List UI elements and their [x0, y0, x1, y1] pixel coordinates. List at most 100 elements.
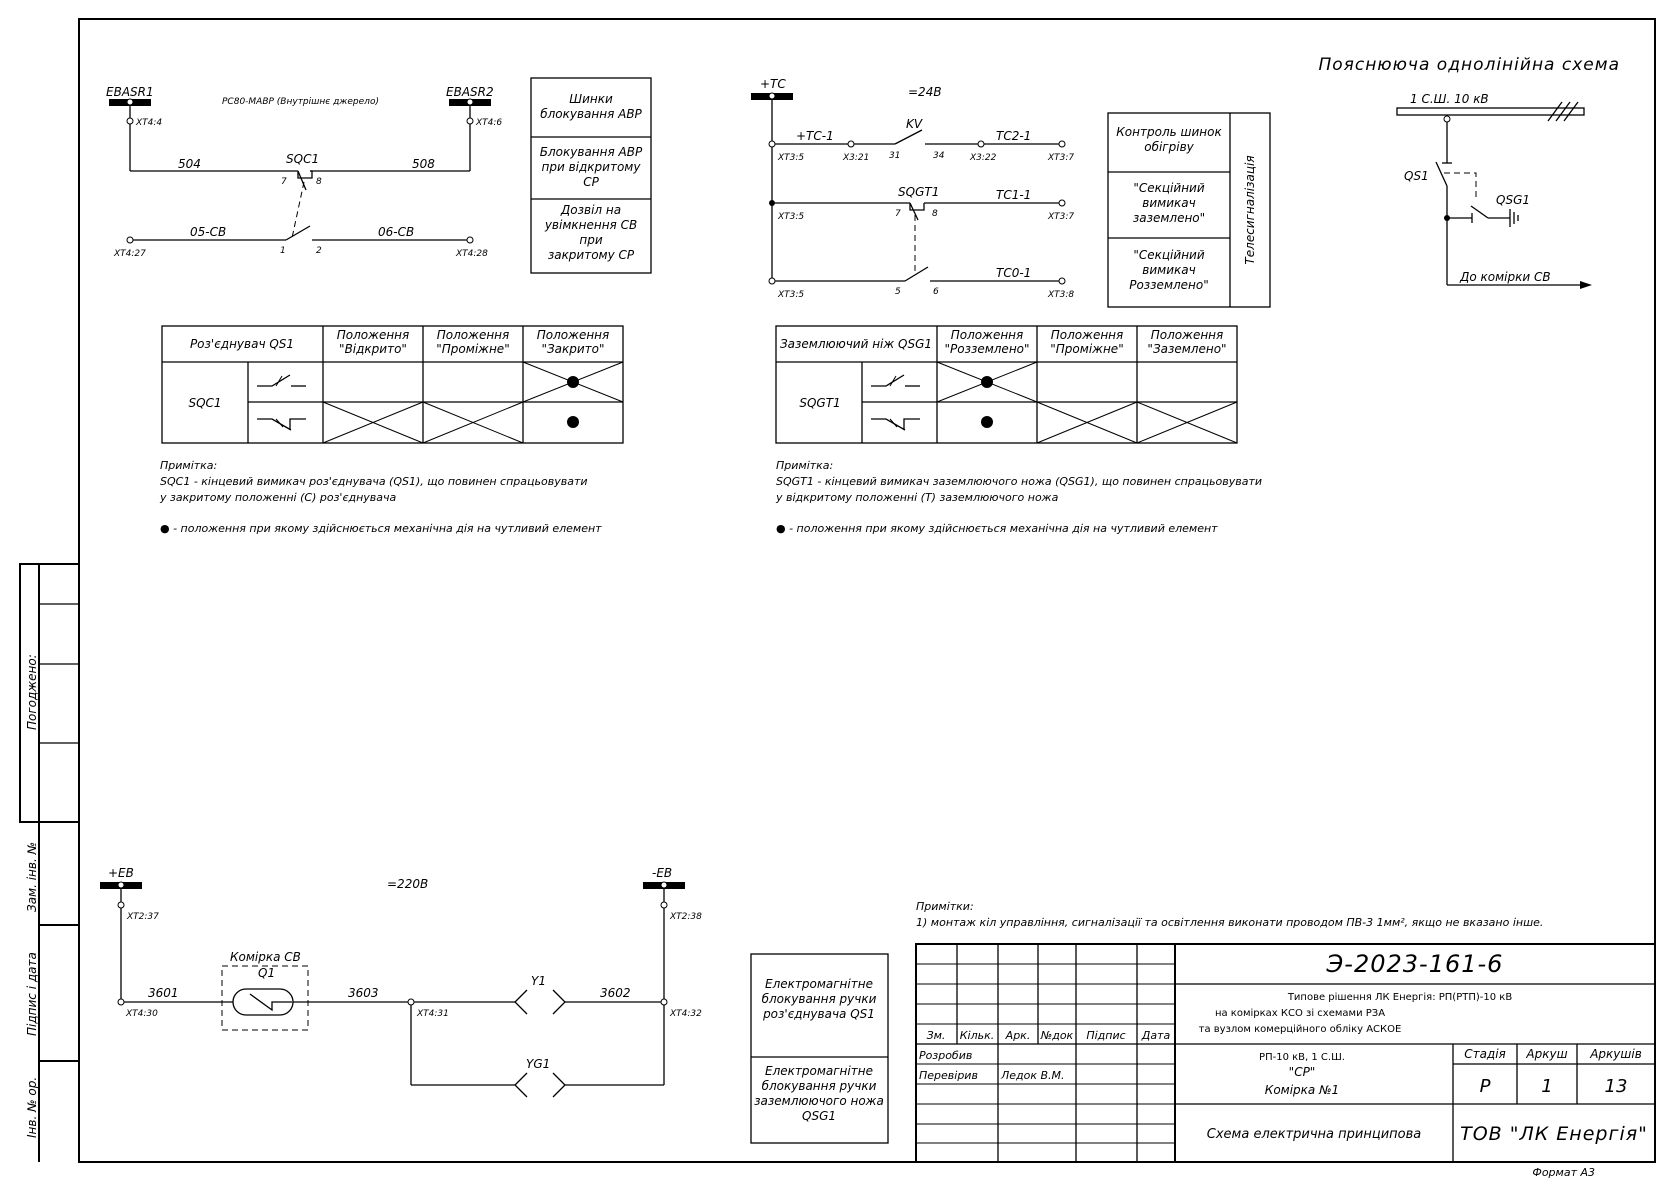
note1-line-1: Примітка: [160, 459, 217, 472]
table1-h2: Положення"Проміжне" [436, 328, 509, 356]
table1-h0: Роз'єднувач QS1 [190, 337, 294, 351]
drawing-frame [78, 18, 1656, 1163]
note1-line-3: у закритому положенні (С) роз'єднувача [159, 491, 397, 504]
table-qs1-positions: Роз'єднувач QS1 Положення"Відкрито" Поло… [161, 325, 624, 444]
xt35-c-label: XT3:5 [777, 290, 804, 300]
xt237-label: XT2:37 [126, 912, 159, 922]
x321-label: X3:21 [842, 153, 869, 163]
checked-by-label: Перевірив [919, 1069, 978, 1082]
xt44-label: XT4:4 [135, 118, 162, 128]
wire-06cb-label: 06-CB [378, 225, 414, 239]
v220-label: =220В [387, 877, 428, 891]
table2-h2: Положення"Проміжне" [1050, 328, 1123, 356]
kv-label: KV [906, 117, 923, 131]
pin8b-label: 8 [932, 209, 938, 219]
note2-line-2: SQGT1 - кінцевий вимикач заземлюючого но… [776, 475, 1262, 488]
notes-title: Примітки: [916, 900, 974, 913]
ebasr1-label: EBASR1 [106, 85, 154, 99]
pin8-label: 8 [316, 177, 322, 187]
note2-line-3: у відкритому положенні (Т) заземлюючого … [775, 491, 1059, 504]
electromagnetic-lock-circuit: +EB -EB =220В XT2:37 XT2:38 3601 XT4:30 … [100, 866, 702, 1098]
document-code: Э-2023-161-6 [1326, 950, 1504, 978]
document-type: Схема електрична принципова [1207, 1127, 1421, 1142]
table1-h1: Положення"Відкрито" [337, 328, 409, 356]
note-2: Примітка: SQGT1 - кінцевий вимикач зазем… [775, 459, 1262, 535]
page-title: Пояснююча однолінійна схема [1318, 55, 1620, 75]
qs1-label: QS1 [1404, 169, 1429, 183]
xt37-a-label: XT3:7 [1047, 153, 1074, 163]
table2-row-label: SQGT1 [799, 396, 840, 410]
col-ndok: №док [1040, 1029, 1074, 1042]
pin31-label: 31 [889, 151, 900, 161]
desc-line-3: та вузлом комерційного обліку АСКОЕ [1199, 1023, 1402, 1035]
xt428-label: XT4:28 [455, 249, 488, 259]
desc-line-1: Типове рішення ЛК Енергія: РП(РТП)-10 кВ [1287, 991, 1513, 1003]
xt427-label: XT4:27 [113, 249, 146, 259]
col-data: Дата [1141, 1029, 1171, 1042]
inv-orig-label: Інв. № ор. [25, 1077, 39, 1138]
wire-508-label: 508 [412, 157, 435, 171]
table2-h1: Положення"Розземлено" [944, 328, 1029, 356]
note-1: Примітка: SQC1 - кінцевий вимикач роз'єд… [159, 459, 602, 535]
wire-3603-label: 3603 [348, 986, 379, 1000]
agreed-label: Погоджено: [25, 654, 39, 730]
tc21-label: TC2-1 [996, 129, 1031, 143]
sheets-header: Аркушів [1589, 1047, 1642, 1061]
title-block: Зм. Кільк. Арк. №док Підпис Дата Розроби… [915, 943, 1656, 1163]
pin34-label: 34 [933, 151, 945, 161]
wire-3601-label: 3601 [148, 986, 179, 1000]
side-binding-strip: Погоджено: Зам. інв. № Підпис і дата Інв… [19, 563, 79, 1162]
xt238-label: XT2:38 [669, 912, 702, 922]
pin7-label: 7 [281, 177, 287, 187]
desc-line-2: на комірках КСО зі схемами РЗА [1215, 1007, 1385, 1019]
table-qsg1-positions: Заземлюючий ніж QSG1 Положення"Розземлен… [775, 325, 1238, 444]
stage-header: Стадія [1464, 1047, 1506, 1061]
tc-box-side-label: Телесигналізація [1243, 155, 1257, 264]
to-sv-label: До комірки СВ [1459, 270, 1551, 284]
table2-h3: Положення"Заземлено" [1147, 328, 1226, 356]
sqgt1-label: SQGT1 [898, 185, 939, 199]
avr-source-label: PC80-МАВР (Внутрішнє джерело) [222, 97, 379, 107]
yg1-label: YG1 [526, 1057, 550, 1071]
company-name: ТОВ "ЛК Енергія" [1460, 1123, 1648, 1145]
sheet-header: Аркуш [1525, 1047, 1567, 1061]
eb-plus-label: +EB [108, 866, 134, 880]
table2-h0: Заземлюючий ніж QSG1 [780, 337, 932, 351]
sheet-value: 1 [1541, 1076, 1552, 1097]
notes-line-1: 1) монтаж кіл управління, сигналізації т… [916, 916, 1543, 929]
ebasr2-label: EBASR2 [446, 85, 494, 99]
v24-label: =24В [908, 85, 942, 99]
wire-05cb-label: 05-CB [190, 225, 226, 239]
sqc1-label: SQC1 [286, 152, 319, 166]
zam-inv-label: Зам. інв. № [25, 842, 39, 912]
table1-row-label: SQC1 [188, 396, 221, 410]
col-ark: Арк. [1005, 1029, 1031, 1042]
tc11-label: TC1-1 [996, 188, 1031, 202]
xt35-a-label: XT3:5 [777, 153, 804, 163]
avr-interlock-circuit: EBASR1 EBASR2 PC80-МАВР (Внутрішнє джере… [106, 85, 502, 259]
object-line-1: РП-10 кВ, 1 С.Ш. [1259, 1052, 1345, 1063]
y1-label: Y1 [531, 974, 546, 988]
sheets-value: 13 [1605, 1076, 1628, 1097]
qsg1-label: QSG1 [1496, 193, 1530, 207]
xt38-label: XT3:8 [1047, 290, 1074, 300]
wire-3602-label: 3602 [600, 986, 631, 1000]
note1-line-2: SQC1 - кінцевий вимикач роз'єднувача (QS… [160, 475, 588, 488]
format-label: Формат А3 [1532, 1166, 1595, 1179]
tc-label: +TC [760, 77, 786, 91]
col-kilk: Кільк. [960, 1029, 995, 1042]
stage-value: Р [1480, 1076, 1491, 1097]
cell-sv-label: Комірка СВ [230, 950, 301, 964]
table1-h3: Положення"Закрито" [537, 328, 609, 356]
x322-label: X3:22 [969, 153, 997, 163]
note1-line-4: ● - положення при якому здійснюється мех… [160, 522, 602, 535]
tc01-label: TC0-1 [996, 266, 1031, 280]
